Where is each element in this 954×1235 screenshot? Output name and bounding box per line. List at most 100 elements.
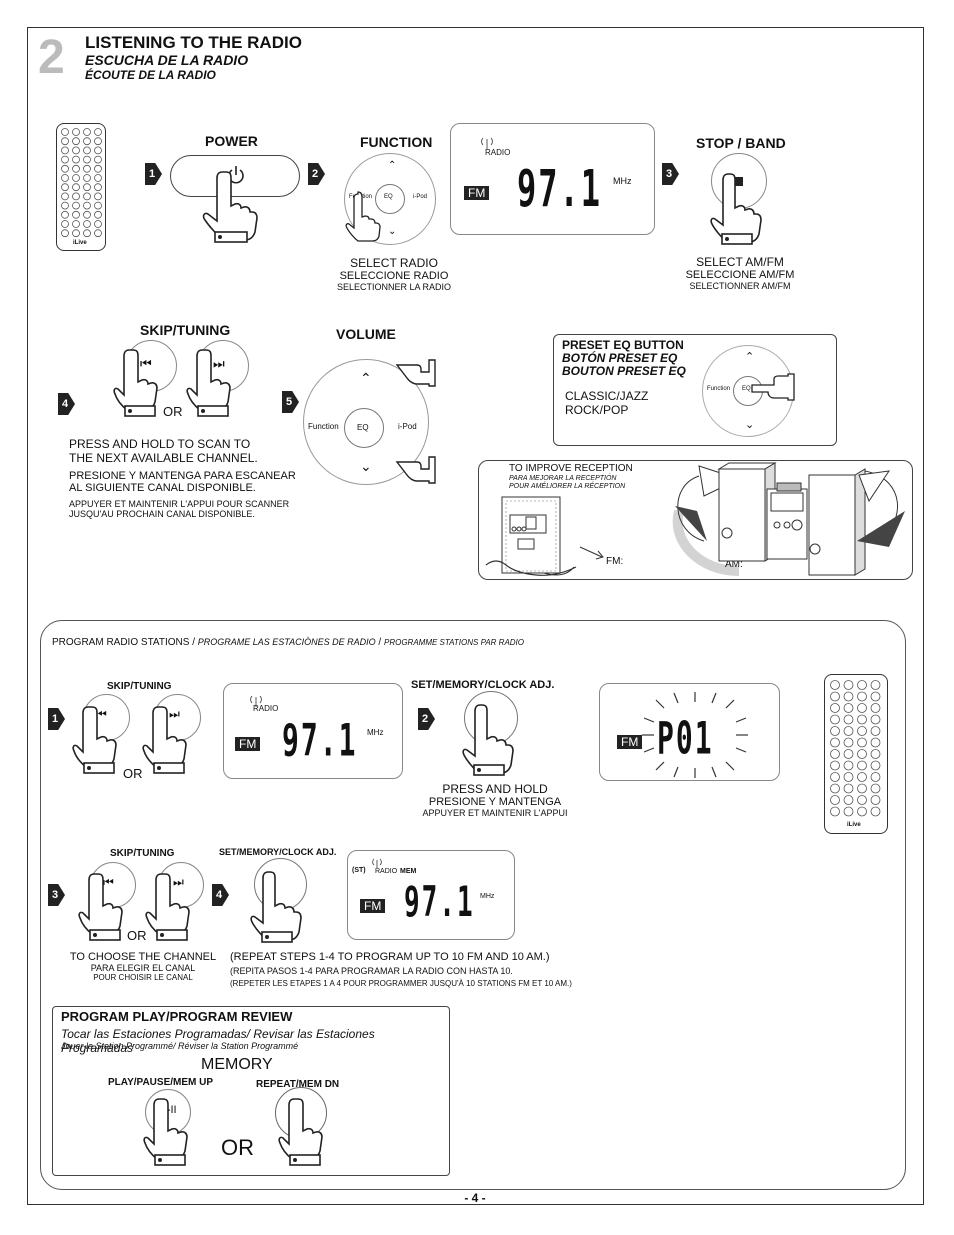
- eq-dial[interactable]: ⌃ ⌄ Function EQ: [702, 345, 794, 437]
- program-heading-es: PROGRAME LAS ESTACIÒNES DE RADIO: [197, 637, 376, 647]
- eq-text: EQ: [742, 386, 751, 392]
- remote-button: [843, 795, 854, 805]
- remote-button: [61, 220, 69, 228]
- press-hold-fr: APPUYER ET MAINTENIR L'APPUI: [422, 808, 568, 818]
- pointing-hand-icon: [145, 873, 190, 941]
- remote-button: [94, 210, 102, 219]
- band-indicator: FM: [464, 186, 490, 200]
- dial-down-arrow: ⌄: [388, 226, 397, 237]
- or-text: OR: [221, 1135, 254, 1160]
- remote-button: [94, 174, 102, 182]
- remote-button: [830, 691, 840, 702]
- preset-eq-title-fr: BOUTON PRESET EQ: [562, 364, 686, 378]
- remote-button: [843, 783, 854, 794]
- dial-up-arrow: ⌃: [388, 160, 397, 171]
- pointing-hand-right-icon: [395, 456, 436, 484]
- skip-forward-icon: ⏭: [213, 356, 225, 371]
- or-text: OR: [163, 404, 183, 419]
- scan-fr-1: APPUYER ET MAINTENIR L'APPUI POUR SCANNE…: [69, 499, 290, 509]
- reception-fr: POUR AMÉLIORER LA RÉCEPTION: [509, 483, 626, 490]
- remote-control-illustration: iLive: [824, 674, 888, 834]
- unit-indicator: MHz: [367, 728, 384, 737]
- dial-up-arrow: ⌃: [745, 351, 755, 363]
- review-fr: Jouer la Station Programmé/ Réviser la S…: [61, 1041, 299, 1051]
- remote-button: [857, 726, 867, 736]
- fm-antenna-label: FM:: [606, 556, 624, 567]
- radio-indicator: RADIO: [485, 148, 511, 157]
- remote-button: [83, 192, 91, 201]
- select-radio-text: SELECT RADIO SELECCIONE RADIO SELECTIONN…: [320, 256, 468, 292]
- remote-button: [857, 760, 867, 771]
- remote-button: [94, 220, 102, 228]
- skip-forward-icon: ⏭: [173, 875, 184, 889]
- remote-button: [94, 137, 102, 146]
- remote-button: [72, 229, 80, 238]
- dial-ipod-text: i-Pod: [413, 194, 428, 200]
- scan-en-2: THE NEXT AVAILABLE CHANNEL.: [69, 451, 258, 465]
- select-amfm-fr: SELECTIONNER AM/FM: [689, 281, 791, 291]
- repeat-fr: (REPETER LES ETAPES 1 A 4 POUR PROGRAMME…: [230, 979, 572, 988]
- dial-function-text: Function: [308, 422, 339, 431]
- press-hold-text: PRESS AND HOLD PRESIONE Y MANTENGA APPUY…: [420, 782, 570, 818]
- remote-button: [61, 210, 69, 219]
- page-title-es: ESCUCHA DE LA RADIO: [85, 52, 249, 68]
- or-text: OR: [123, 766, 143, 781]
- remote-buttons: [830, 680, 881, 817]
- remote-button: [843, 691, 854, 702]
- eq-text: EQ: [357, 423, 369, 432]
- remote-button: [830, 714, 840, 725]
- remote-button: [72, 128, 80, 136]
- pointing-hand-icon: [113, 349, 158, 417]
- set-memory-button[interactable]: [464, 691, 518, 745]
- am-antenna-label: AM:: [725, 559, 743, 570]
- pointing-hand-icon: [345, 191, 381, 242]
- remote-brand: iLive: [847, 822, 861, 828]
- stop-band-button[interactable]: [711, 153, 767, 209]
- step-2-marker: 2: [308, 163, 325, 185]
- remote-button: [857, 714, 867, 725]
- volume-label: VOLUME: [336, 326, 396, 342]
- remote-button: [72, 164, 80, 173]
- band-indicator: FM: [617, 735, 643, 749]
- choose-channel-fr: POUR CHOISIR LE CANAL: [93, 973, 193, 982]
- remote-button: [857, 703, 867, 713]
- eq-button[interactable]: EQ: [375, 184, 405, 214]
- remote-button: [870, 726, 881, 736]
- program-step-3-marker: 3: [48, 884, 65, 906]
- program-display-3: (ST) RADIO MEM FM 97.1 MHz: [347, 850, 515, 940]
- remote-button: [843, 726, 854, 736]
- remote-button: [870, 703, 881, 713]
- remote-button: [843, 737, 854, 748]
- remote-button: [857, 795, 867, 805]
- skip-forward-icon: ⏭: [169, 707, 180, 721]
- preset-eq-title-en: PRESET EQ BUTTON: [562, 338, 684, 352]
- repeat-en: (REPEAT STEPS 1-4 TO PROGRAM UP TO 10 FM…: [230, 951, 550, 963]
- frequency-readout: 97.1: [404, 879, 475, 927]
- select-radio-fr: SELECTIONNER LA RADIO: [336, 282, 452, 292]
- scan-es-2: AL SIGUIENTE CANAL DISPONIBLE.: [69, 482, 256, 494]
- remote-button: [857, 749, 867, 759]
- set-memory-label: SET/MEMORY/CLOCK ADJ.: [219, 847, 337, 857]
- review-es: Tocar las Estaciones Programadas/ Revisa…: [61, 1027, 375, 1055]
- pointing-hand-icon: [278, 1098, 323, 1166]
- skip-back-icon: ⏮: [96, 707, 107, 721]
- mem-indicator: MEM: [400, 868, 417, 875]
- remote-button: [83, 164, 91, 173]
- choose-channel-es: PARA ELEGIR EL CANAL: [90, 963, 196, 973]
- remote-button: [72, 137, 80, 146]
- preset-readout: P01: [657, 712, 714, 765]
- remote-button: [83, 201, 91, 210]
- remote-button: [61, 192, 69, 201]
- remote-button: [94, 229, 102, 238]
- pointing-hand-icon: [186, 349, 231, 417]
- remote-button: [870, 783, 881, 794]
- reception-box: TO IMPROVE RECEPTION PARA MEJORAR LA REC…: [478, 460, 913, 580]
- eq-text: EQ: [384, 194, 393, 200]
- remote-button: [857, 737, 867, 748]
- dial-function-text: Function: [707, 386, 731, 392]
- antenna-connection-illustration: [485, 496, 604, 576]
- remote-button: [61, 174, 69, 182]
- remote-button: [72, 210, 80, 219]
- eq-button[interactable]: EQ: [344, 408, 384, 448]
- step-3-marker: 3: [662, 163, 679, 185]
